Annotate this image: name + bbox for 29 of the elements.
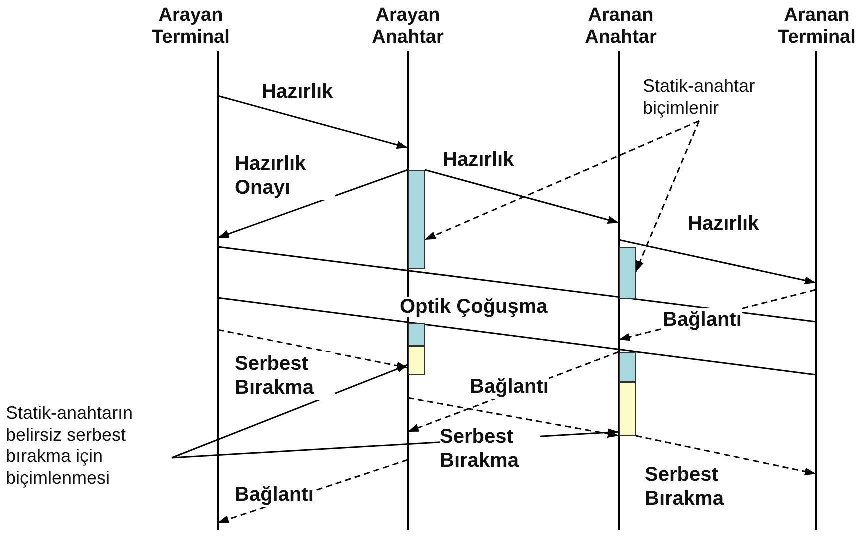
edge-label: Bağlantı — [470, 375, 549, 399]
leader-line — [635, 120, 700, 272]
activation-bar — [408, 346, 425, 375]
arrow — [618, 239, 816, 285]
arrow — [424, 169, 620, 224]
connector-line — [218, 297, 816, 376]
lifeline-header: Arayan Anahtar — [371, 5, 445, 49]
activation-bar — [619, 352, 636, 382]
arrow — [218, 95, 408, 149]
leader-line — [424, 120, 700, 241]
edge-label: Serbest Bırakma — [235, 352, 335, 400]
callout-text: Statik-anahtarın belirsiz serbest bırakma için biçimlenmesi — [6, 403, 134, 490]
callout-text: Statik-anahtar biçimlenir — [643, 76, 756, 120]
arrow — [218, 329, 408, 370]
arrow — [636, 435, 816, 476]
burst-label: Optik Çoğuşma — [400, 297, 548, 317]
activation-bar — [408, 170, 425, 269]
lifeline-header: Arayan Terminal — [151, 5, 231, 49]
lifeline-header: Aranan Terminal — [777, 5, 857, 49]
arrow — [408, 397, 620, 438]
edge-label: Bağlantı — [235, 483, 314, 507]
leader-line — [172, 364, 408, 459]
activation-bar — [619, 382, 636, 436]
arrow — [218, 169, 408, 239]
activation-bar — [408, 323, 425, 346]
activation-bar — [619, 247, 636, 299]
edge-label: Bağlantı — [663, 308, 742, 332]
lifeline-header: Aranan Anahtar — [584, 5, 658, 49]
connector-line — [218, 246, 816, 323]
